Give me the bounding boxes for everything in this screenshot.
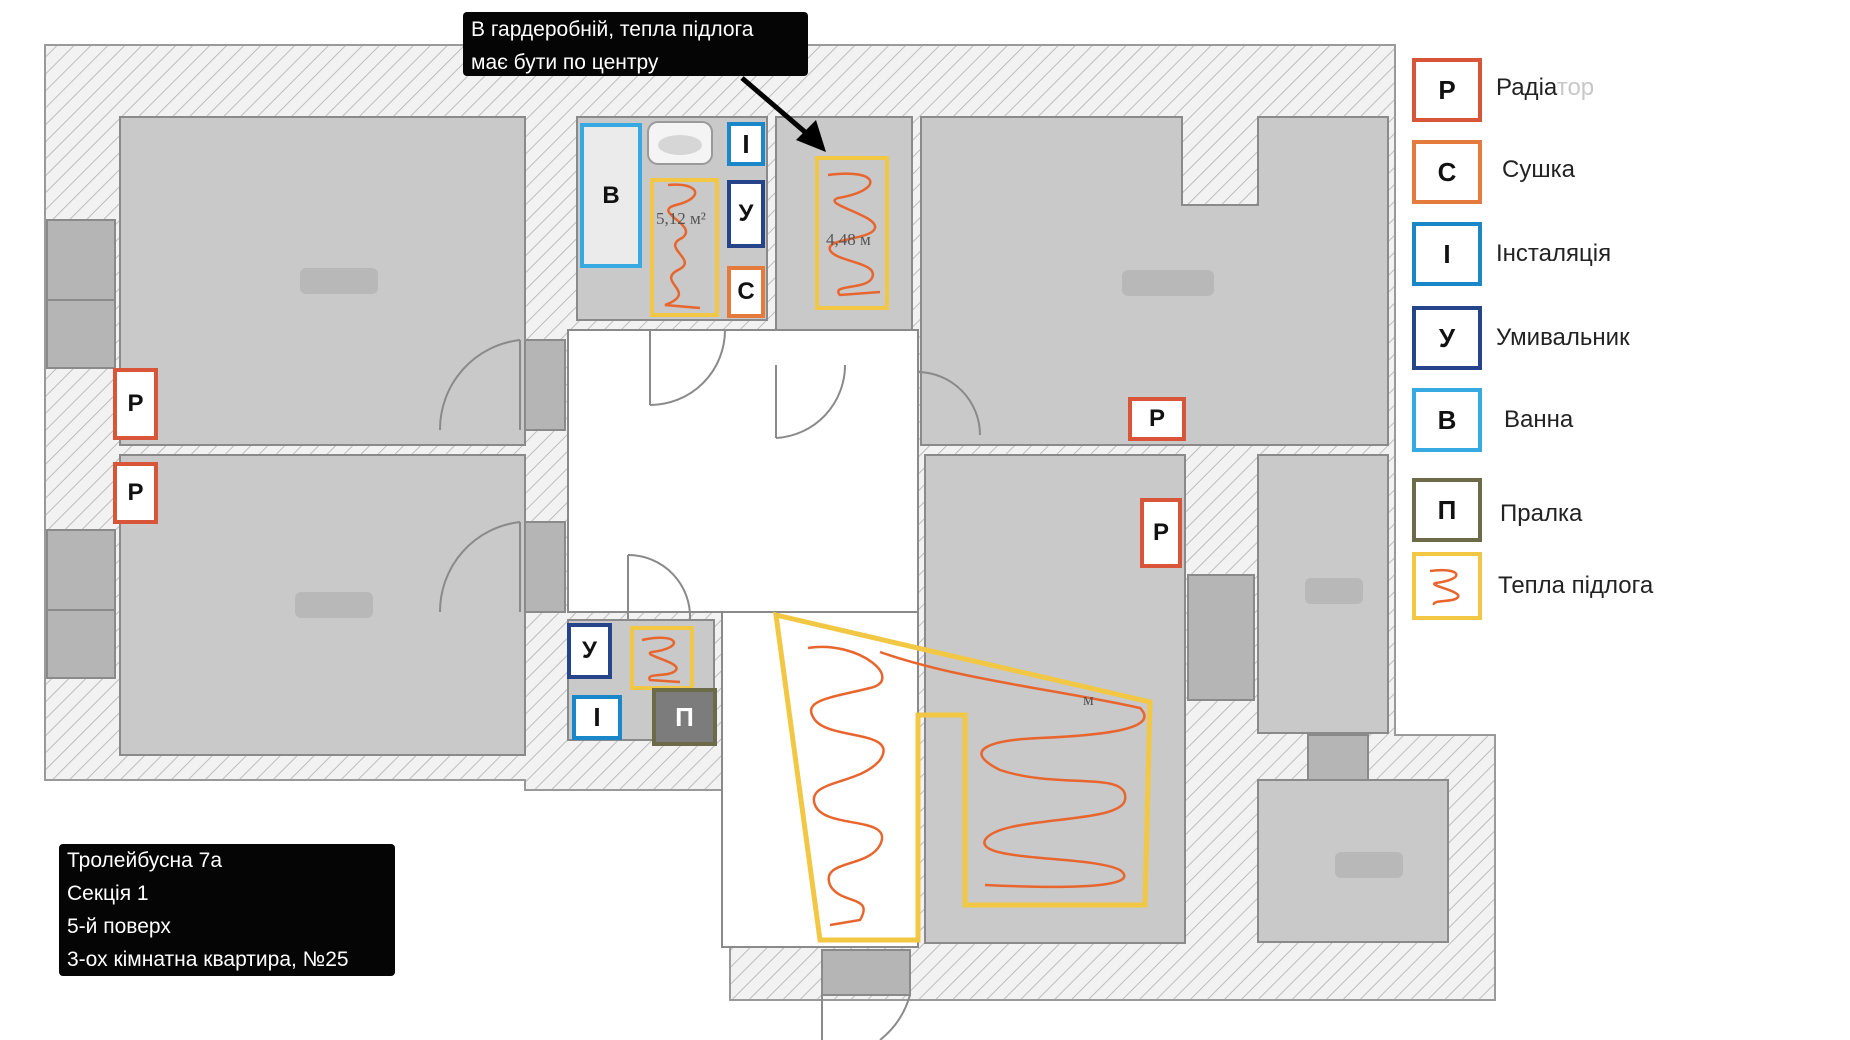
floor-heating-corridor-outline — [773, 611, 1153, 943]
radiator-marker-1: Р — [113, 368, 158, 440]
floor-heating-living-loop — [879, 650, 1146, 889]
legend-washer-swatch: П — [1412, 478, 1482, 542]
area-label-bathroom: 5,12 м² — [656, 209, 706, 228]
legend-floor-heating-swatch — [1412, 552, 1482, 620]
radiator-marker-3: Р — [1128, 397, 1186, 441]
entrance-block — [821, 949, 911, 996]
legend-radiator-label-faded: тор — [1556, 74, 1595, 101]
legend-dryer-label: Сушка — [1502, 156, 1575, 183]
legend-installation-swatch: І — [1412, 222, 1482, 286]
legend-washer: П Пралка — [1412, 478, 1812, 548]
callout-line-1: В гардеробній, тепла підлога — [471, 18, 754, 41]
callout-arrowhead — [796, 120, 826, 152]
apartment-info-box: Тролейбусна 7а Секція 1 5-й поверх 3-ох … — [59, 844, 395, 976]
floor-heating-icon — [1429, 568, 1460, 606]
floor-heating-wardrobe-loop — [827, 172, 881, 297]
window-left-3 — [46, 529, 116, 611]
blurred-room-labels — [295, 268, 1403, 878]
legend-bath-label: Ванна — [1504, 406, 1574, 433]
bath-marker: В — [580, 123, 642, 268]
info-floor: 5-й поверх — [67, 915, 171, 938]
area-label-wardrobe: 4,48 м — [826, 230, 871, 249]
dryer-marker: С — [727, 266, 765, 318]
door-block-3 — [1187, 574, 1255, 701]
legend-floor-heating-label: Тепла підлога — [1498, 572, 1654, 599]
window-left-4 — [46, 609, 116, 679]
installation-marker-bathroom: І — [727, 122, 765, 166]
legend-radiator-label: Радіатор — [1496, 74, 1594, 102]
legend-dryer-swatch: С — [1412, 140, 1482, 204]
legend-installation: І Інсталяція — [1412, 222, 1812, 292]
callout-arrow — [740, 76, 814, 140]
legend-radiator-swatch: Р — [1412, 58, 1482, 122]
legend-sink-label: Умивальник — [1496, 324, 1630, 351]
sink-marker-toilet: У — [567, 623, 612, 679]
door-swings — [438, 329, 981, 1040]
legend-radiator-label-main: Радіа — [1496, 74, 1557, 101]
radiator-marker-2: Р — [113, 462, 158, 524]
area-label-living: м — [1083, 690, 1094, 709]
legend-sink-swatch: У — [1412, 306, 1482, 370]
floor-heating-wardrobe-outline — [815, 156, 889, 310]
floor-heating-bathroom-loop — [664, 183, 701, 310]
floor-heating-bathroom-outline — [650, 178, 719, 317]
washer-marker: П — [652, 688, 717, 746]
sink-marker-bathroom: У — [727, 180, 765, 248]
legend-installation-label: Інсталяція — [1496, 240, 1612, 267]
legend-sink: У Умивальник — [1412, 306, 1812, 376]
legend-radiator: Р Радіатор — [1412, 58, 1812, 128]
callout-note: В гардеробній, тепла підлога має бути по… — [463, 12, 808, 76]
info-section: Секція 1 — [67, 882, 149, 905]
info-apartment: 3-ох кімнатна квартира, №25 — [67, 948, 349, 971]
floor-heating-corridor-loop — [807, 645, 885, 927]
floor-heating-toilet-loop — [641, 636, 681, 684]
installation-marker-toilet: І — [572, 695, 622, 740]
hall-corridor — [721, 611, 919, 948]
door-block-2 — [524, 521, 566, 613]
door-block-4 — [1307, 734, 1369, 781]
legend-bath: В Ванна — [1412, 388, 1812, 458]
legend-washer-label: Пралка — [1500, 500, 1583, 527]
window-left-2 — [46, 299, 116, 369]
legend-dryer: С Сушка — [1412, 140, 1812, 210]
door-block-1 — [524, 339, 566, 431]
window-left-1 — [46, 219, 116, 301]
info-address: Тролейбусна 7а — [67, 849, 223, 872]
hall — [567, 329, 919, 613]
legend-bath-swatch: В — [1412, 388, 1482, 452]
bathroom-sink-bowl — [658, 135, 702, 155]
radiator-marker-4: Р — [1140, 498, 1182, 568]
legend-floor-heating: Тепла підлога — [1412, 552, 1812, 622]
callout-line-2: має бути по центру — [471, 51, 659, 74]
